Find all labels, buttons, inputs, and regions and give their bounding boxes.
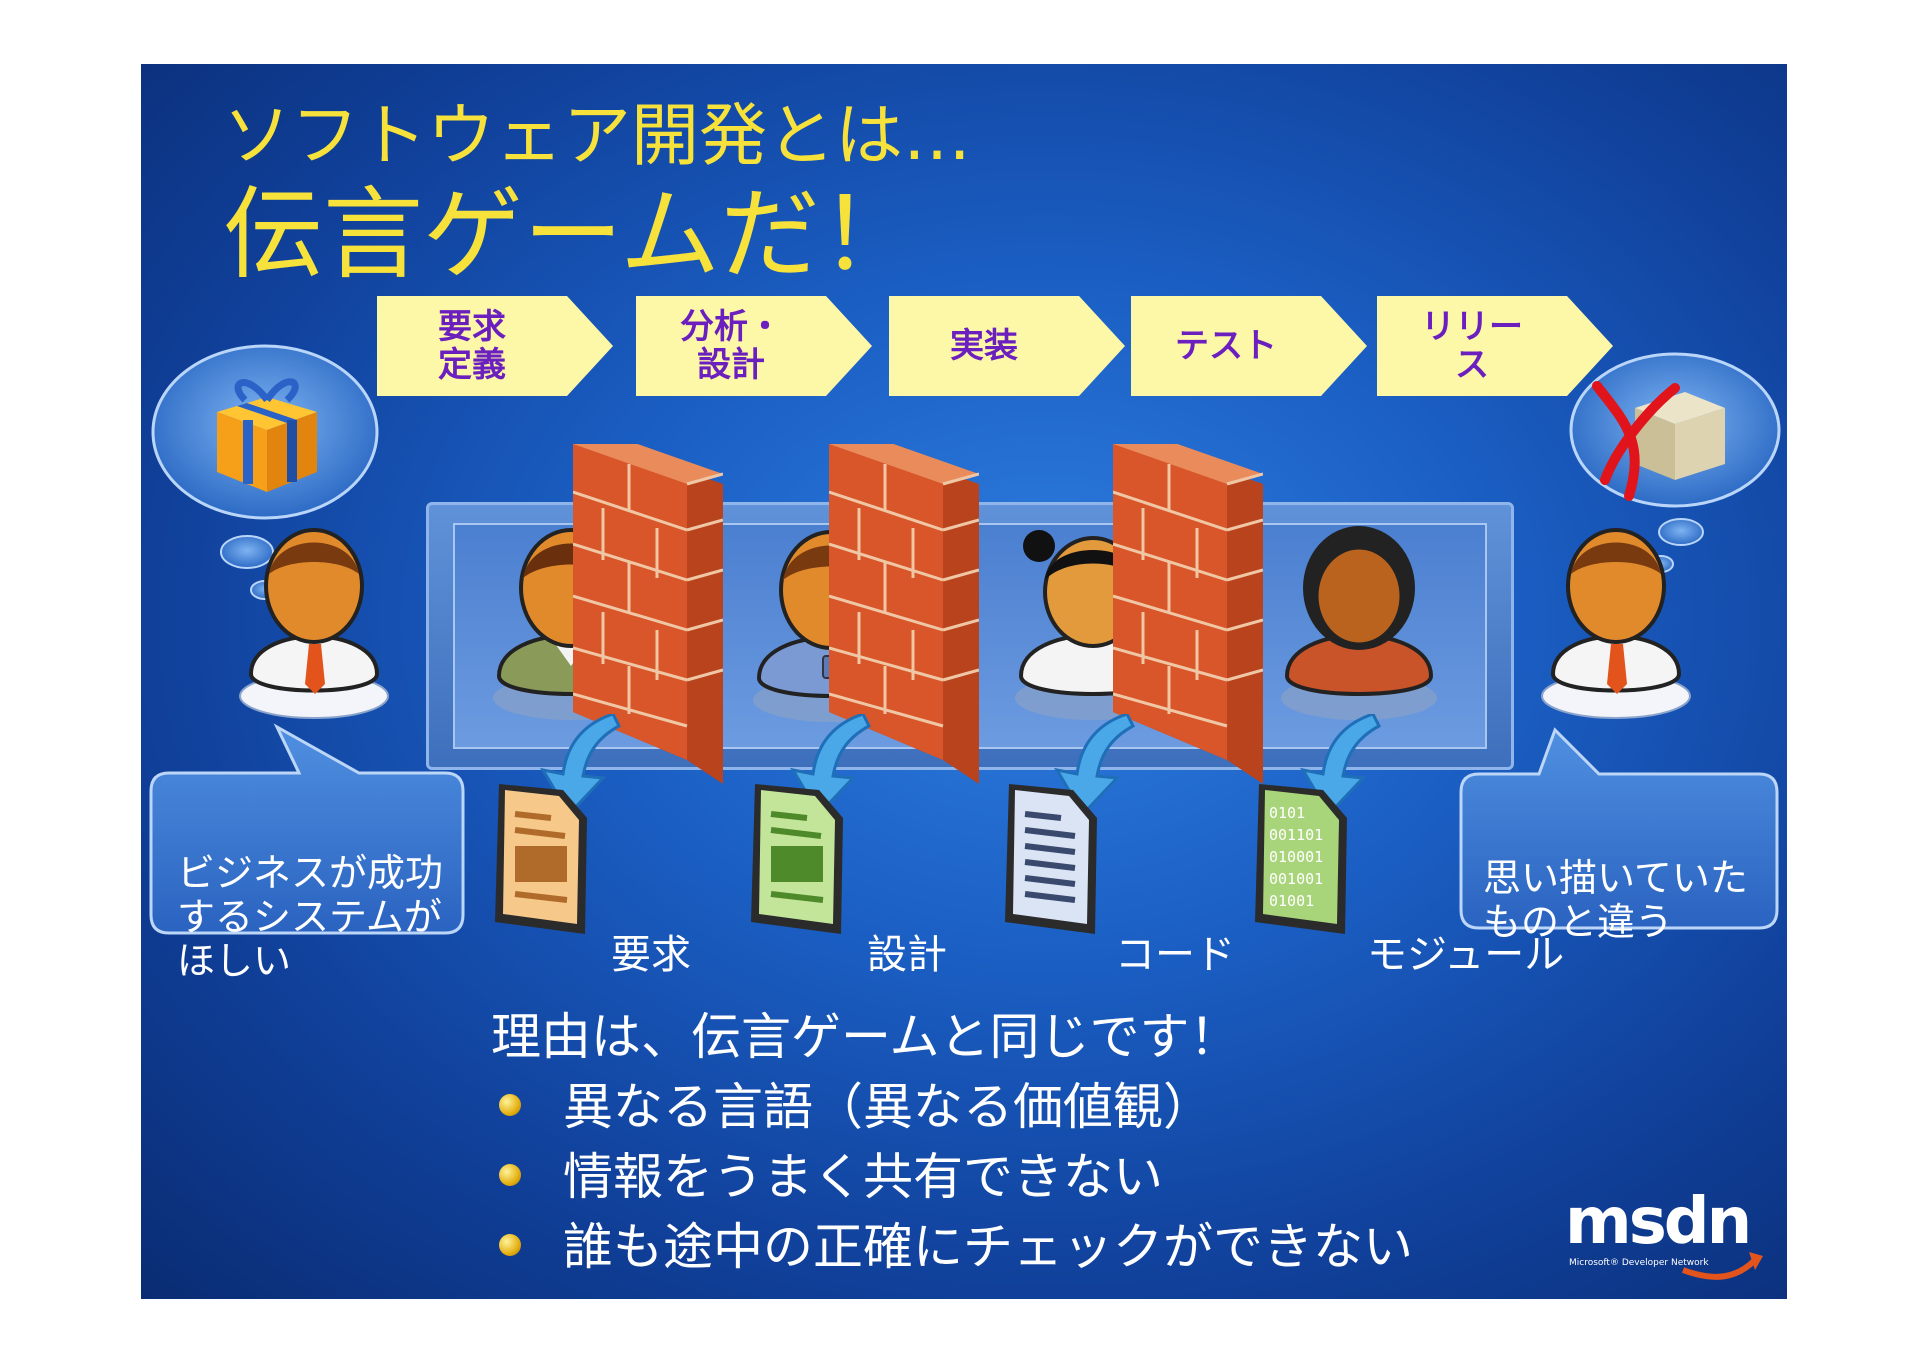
callout-line: ほしい [177,939,292,983]
logo-subtitle: Microsoft® Developer Network [1569,1258,1709,1268]
requirements-document-icon [493,784,593,938]
gift-icon [151,344,379,600]
step-label: 要求定義 [438,308,506,384]
bullet-icon [499,1094,521,1116]
code-document-icon [1003,784,1103,938]
bullet-text: 誰も途中の正確にチェックができない [563,1218,1413,1276]
chevron-shape [889,296,1125,396]
title-line-2: 伝言ゲームだ！ [223,176,920,293]
slide: ソフトウェア開発とは… 伝言ゲームだ！ 要求定義 分析・設計 実装 テスト リリ… [141,64,1787,1299]
step-label: 分析・設計 [680,308,782,384]
slide-title: ソフトウェア開発とは… 伝言ゲームだ！ [223,94,971,290]
callout-result-text: 思い描いていた ものと違う [1483,856,1748,944]
callout-customer-wish: ビジネスが成功 するシステムが ほしい [149,719,479,983]
document-label-code: コード [1115,932,1235,978]
callout-line: ものと違う [1483,900,1674,944]
chevron-shape [1131,296,1367,396]
wrong-box-icon [1569,352,1781,573]
svg-text:001101: 001101 [1269,826,1323,844]
step-label-bottom: 設計 [697,345,765,385]
callout-result: 思い描いていた ものと違う [1459,724,1785,944]
document-label-module: モジュール [1367,932,1565,978]
callout-line: 思い描いていた [1483,856,1748,900]
brick-wall-icon [572,434,724,788]
bullet-icon [499,1164,521,1186]
bullet-icon [499,1234,521,1256]
bullet-item: 誰も途中の正確にチェックができない [491,1212,1413,1282]
step-label-top: リリー [1421,307,1523,347]
step-label-top: 実装 [950,326,1018,366]
bullet-text: 異なる言語（異なる価値観） [563,1078,1213,1136]
binary-module-icon: 0101 001101 010001 001001 01001 [1253,784,1353,938]
step-label: リリース [1421,308,1523,384]
logo-swoosh-icon [1681,1252,1763,1280]
step-label-bottom: ス [1455,345,1489,385]
svg-text:01001: 01001 [1269,892,1314,910]
chevron-shape [636,296,872,396]
step-label-top: テスト [1175,326,1277,366]
callout-line: ビジネスが成功 [177,851,444,895]
svg-text:010001: 010001 [1269,848,1323,866]
bullet-text: 情報をうまく共有できない [563,1148,1163,1206]
document-label-requirements: 要求 [611,932,691,978]
brick-wall-icon [828,434,980,788]
bullet-item: 情報をうまく共有できない [491,1142,1240,1212]
thought-bubble-gift [147,342,387,636]
logo-word: msdn [1565,1185,1752,1259]
reason-section: 理由は、伝言ゲームと同じです！ 異なる言語（異なる価値観） 情報をうまく共有でき… [491,1002,1413,1282]
brick-wall-icon [1112,434,1264,788]
reason-heading: 理由は、伝言ゲームと同じです！ [491,1008,1240,1066]
svg-text:001001: 001001 [1269,870,1323,888]
title-line-1: ソフトウェア開発とは… [223,97,972,176]
chevron-shape [377,296,613,396]
thought-bubble-wrong-box [1565,352,1785,626]
callout-line: するシステムが [177,895,442,939]
customer-person-icon [229,524,399,728]
chevron-shape [1377,296,1613,396]
svg-text:0101: 0101 [1269,804,1305,822]
tester-person-icon [1269,526,1449,730]
step-label-bottom: 定義 [438,345,506,385]
msdn-logo: msdn Microsoft® Developer Network [1565,1190,1775,1290]
bullet-item: 異なる言語（異なる価値観） [491,1072,1240,1142]
design-document-icon [749,784,849,938]
callout-customer-text: ビジネスが成功 するシステムが ほしい [177,851,443,983]
document-label-design: 設計 [867,932,947,978]
step-label-top: 要求 [438,307,506,347]
step-label-top: 分析・ [680,307,782,347]
customer-person-icon-right [1531,524,1701,728]
